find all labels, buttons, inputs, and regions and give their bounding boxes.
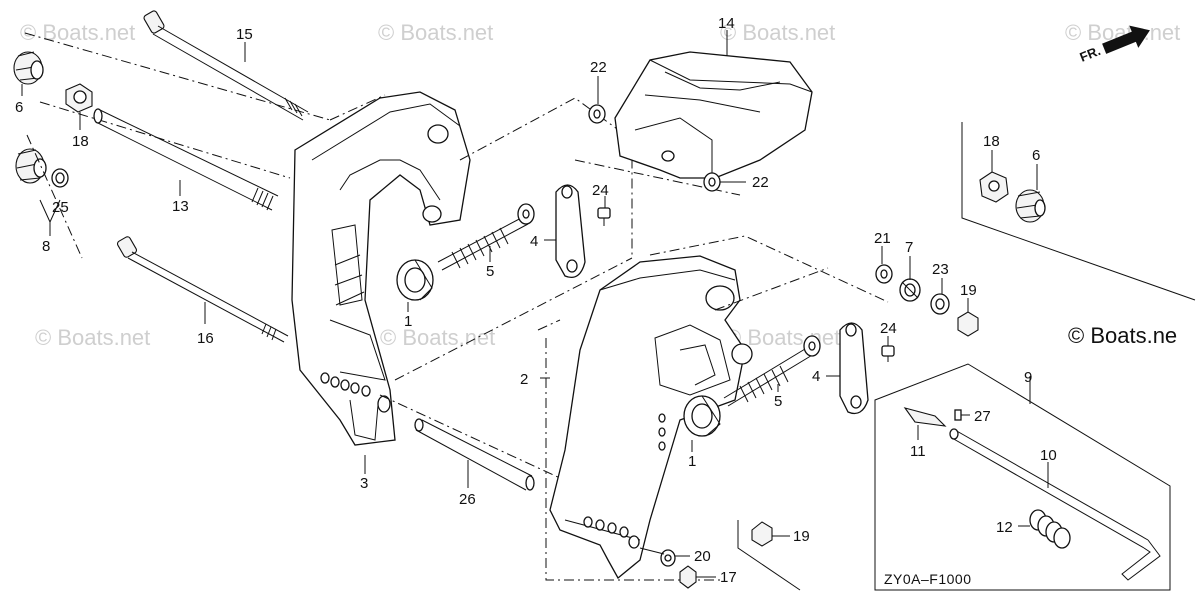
guide-line <box>545 338 720 581</box>
callout-25: 25 <box>52 199 69 216</box>
guide-line <box>714 267 829 311</box>
part-25-washer-icon <box>51 168 69 188</box>
callout-24: 24 <box>592 182 609 199</box>
callout-17: 17 <box>720 569 737 586</box>
callout-15: 15 <box>236 26 253 43</box>
part-18-nut-icon <box>979 171 1009 203</box>
part-8-cap-nut-icon <box>15 148 47 184</box>
callout-7: 7 <box>905 239 913 256</box>
callout-14: 14 <box>718 15 735 32</box>
guide-line <box>649 235 889 303</box>
part-1-bushing-icon <box>683 395 721 437</box>
watermark-text: © Boats.net <box>378 20 493 45</box>
callout-labels: 6 18 15 13 25 8 16 1 5 4 24 22 14 22 3 2… <box>15 15 1057 586</box>
callout-4: 4 <box>812 368 820 385</box>
part-13-shaft-icon <box>93 108 279 211</box>
watermark-text: © Boats.net <box>20 20 135 45</box>
part-14-stern-plate-icon <box>614 51 813 179</box>
callout-5: 5 <box>486 263 494 280</box>
callout-19: 19 <box>960 282 977 299</box>
callout-12: 12 <box>996 519 1013 536</box>
callout-27: 27 <box>974 408 991 425</box>
part-23-washer-icon <box>930 293 950 315</box>
part-10-lever-rod-icon <box>949 428 1161 581</box>
callout-16: 16 <box>197 330 214 347</box>
callout-20: 20 <box>694 548 711 565</box>
callout-5: 5 <box>774 393 782 410</box>
callout-21: 21 <box>874 230 891 247</box>
arrow-icon <box>1102 25 1150 54</box>
part-24-bolt-icon <box>881 345 895 362</box>
part-5-spring-rod-icon <box>723 335 821 407</box>
part-19-nut-icon <box>957 311 979 337</box>
guide-line <box>394 257 633 381</box>
group-bracket-line <box>737 520 801 591</box>
callout-6: 6 <box>1032 147 1040 164</box>
part-12-spring-icon <box>1029 509 1071 549</box>
guide-line <box>39 101 291 179</box>
part-6-nut-icon <box>1015 189 1046 223</box>
part-2-right-bracket-icon <box>549 255 753 579</box>
part-26-pin-icon <box>414 418 535 491</box>
part-18-nut-icon <box>65 83 93 113</box>
callout-24: 24 <box>880 320 897 337</box>
part-11-clip-icon <box>903 407 947 427</box>
part-21-washer-icon <box>875 264 893 284</box>
part-19-nut-icon <box>751 521 773 547</box>
part-22-washer-icon <box>703 172 721 192</box>
callout-1: 1 <box>688 453 696 470</box>
callout-13: 13 <box>172 198 189 215</box>
callout-8: 8 <box>42 238 50 255</box>
callout-23: 23 <box>932 261 949 278</box>
watermark-text: © Boats.net <box>380 325 495 350</box>
part-22-washer-icon <box>588 104 606 124</box>
callout-10: 10 <box>1040 447 1057 464</box>
callout-3: 3 <box>360 475 368 492</box>
callout-6: 6 <box>15 99 23 116</box>
callout-26: 26 <box>459 491 476 508</box>
copyright-text: © Boats.ne <box>1068 323 1177 348</box>
part-15-bolt-icon <box>143 10 309 121</box>
callout-18: 18 <box>983 133 1000 150</box>
callout-1: 1 <box>404 313 412 330</box>
part-3-left-bracket-icon <box>291 91 471 446</box>
group-9-frame <box>874 363 1171 591</box>
callout-11: 11 <box>910 443 926 460</box>
part-24-bolt-icon <box>597 207 611 226</box>
callout-22: 22 <box>752 174 769 191</box>
part-4-link-icon <box>555 184 586 279</box>
callout-2: 2 <box>520 371 528 388</box>
watermark-text: © Boats.net <box>35 325 150 350</box>
front-direction-arrow: FR. <box>1078 25 1150 65</box>
part-20-washer-icon <box>660 549 676 567</box>
callout-22: 22 <box>590 59 607 76</box>
callout-9: 9 <box>1024 369 1032 386</box>
part-16-bolt-icon <box>116 236 289 343</box>
guide-line <box>24 32 331 121</box>
part-7-spring-washer-icon <box>899 278 921 302</box>
guide-line <box>26 134 83 259</box>
group-bracket-line <box>961 122 1196 301</box>
part-1-bushing-icon <box>396 259 434 301</box>
part-6-nut-icon <box>13 51 44 85</box>
callout-4: 4 <box>530 233 538 250</box>
part-27-cotter-icon <box>954 409 962 421</box>
direction-label: FR. <box>1078 43 1103 65</box>
callout-18: 18 <box>72 133 89 150</box>
part-4-link-icon <box>839 322 869 415</box>
watermarks: © Boats.net © Boats.net © Boats.net © Bo… <box>20 20 1180 350</box>
part-17-nut-icon <box>679 565 697 589</box>
watermark-text: © Boats.net <box>720 20 835 45</box>
drawing-code: ZY0A–F1000 <box>884 571 972 587</box>
part-5-spring-rod-icon <box>437 203 535 271</box>
callout-19: 19 <box>793 528 810 545</box>
